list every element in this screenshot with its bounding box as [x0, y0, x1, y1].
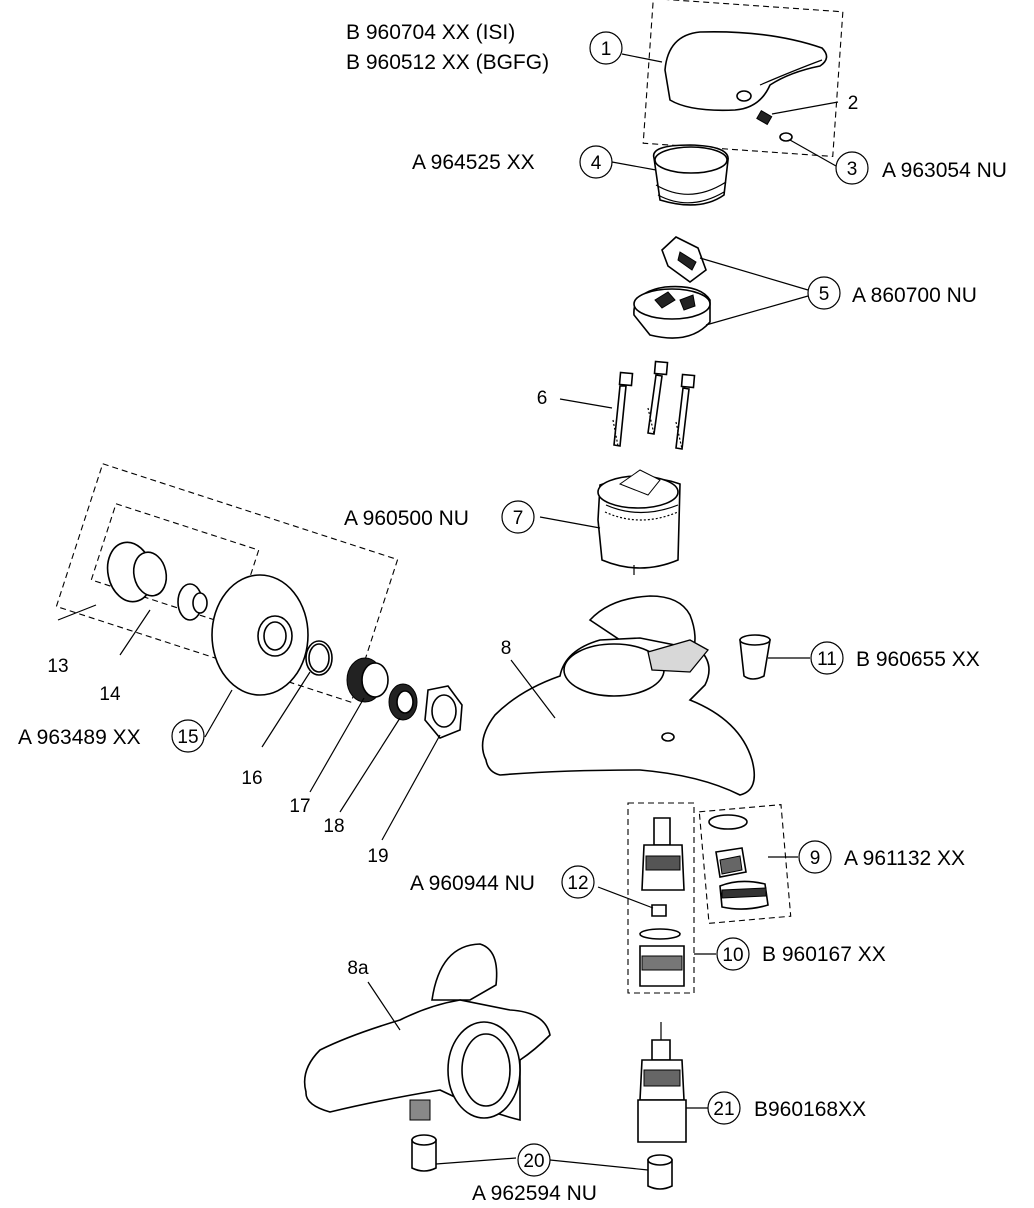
part-5-adapter-set [633, 236, 809, 339]
svg-text:5: 5 [819, 284, 830, 305]
part-19-nut [381, 685, 463, 841]
svg-text:20: 20 [523, 1151, 544, 1172]
callout-4: 4 [579, 145, 613, 179]
label-part-15: A 963489 XX [18, 726, 141, 749]
callout-19: 19 [367, 846, 388, 867]
callout-10: 10 [716, 937, 750, 971]
label-part-12: A 960944 NU [410, 872, 535, 895]
callout-6: 6 [537, 388, 548, 409]
callout-15: 15 [171, 719, 205, 753]
part-4-cover-ring [611, 144, 729, 206]
part-8-mixer-body [481, 595, 756, 796]
label-part-21: B960168XX [754, 1098, 866, 1121]
callout-16: 16 [241, 768, 262, 789]
part-7-cartridge [539, 469, 681, 575]
label-part-1-bgfg: B 960512 XX (BGFG) [346, 51, 549, 74]
part-8a-mixer-body [303, 943, 551, 1122]
callout-8: 8 [501, 638, 512, 659]
part-6-bolts [559, 360, 696, 450]
svg-text:7: 7 [513, 508, 524, 529]
part-16-o-ring [261, 640, 333, 748]
part-11-cap [739, 634, 810, 680]
part-20-inserts [411, 1134, 673, 1190]
callout-9: 9 [798, 840, 832, 874]
label-part-3: A 963054 NU [882, 159, 1007, 182]
label-part-11: B 960655 XX [856, 648, 980, 671]
callout-8a: 8a [347, 958, 369, 979]
svg-text:9: 9 [810, 848, 821, 869]
callout-21: 21 [707, 1091, 741, 1125]
label-part-7: A 960500 NU [344, 507, 469, 530]
svg-text:15: 15 [177, 727, 198, 748]
svg-text:21: 21 [713, 1099, 734, 1120]
svg-text:12: 12 [567, 873, 588, 894]
label-part-4: A 964525 XX [412, 151, 535, 174]
callout-17: 17 [289, 796, 310, 817]
callout-5: 5 [807, 276, 841, 310]
callout-13: 13 [47, 656, 68, 677]
part-2-grub-screw [756, 101, 839, 126]
callout-1: 1 [589, 31, 623, 65]
part-3-cap [779, 132, 837, 167]
callout-18: 18 [323, 816, 344, 837]
part-9-aerator-set [698, 804, 798, 924]
callout-11: 11 [810, 641, 844, 675]
callout-7: 7 [501, 500, 535, 534]
label-part-5: A 860700 NU [852, 284, 977, 307]
callout-12: 12 [561, 865, 595, 899]
svg-text:11: 11 [817, 649, 837, 670]
callout-14: 14 [99, 684, 121, 705]
svg-text:1: 1 [601, 39, 612, 60]
svg-text:10: 10 [722, 945, 743, 966]
part-17-fitting [309, 657, 389, 793]
callout-3: 3 [835, 151, 869, 185]
callout-2: 2 [848, 93, 859, 114]
svg-text:4: 4 [591, 153, 602, 174]
label-part-1-isi: B 960704 XX (ISI) [346, 21, 515, 44]
part-21-diverter-cartridge [637, 1022, 708, 1143]
svg-text:3: 3 [847, 159, 858, 180]
label-part-9: A 961132 XX [844, 847, 965, 870]
part-13-15-connector-set [55, 463, 399, 738]
callout-20: 20 [517, 1143, 551, 1177]
part-1-lever-handle [642, 0, 844, 158]
label-part-20: A 962594 NU [472, 1182, 597, 1205]
label-part-10: B 960167 XX [762, 943, 886, 966]
part-10-diverter-set [597, 802, 716, 994]
part-18-washer [339, 683, 418, 813]
